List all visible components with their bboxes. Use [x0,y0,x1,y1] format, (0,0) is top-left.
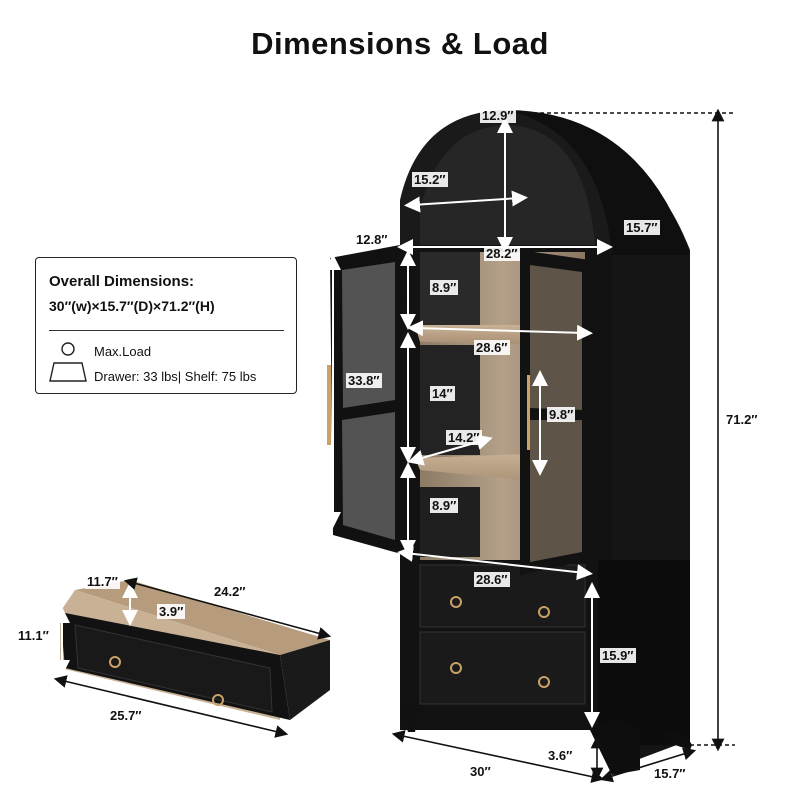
label-shelf-depth: 14.2″ [446,430,482,445]
label-door-height: 33.8″ [346,373,382,388]
load-capacity-text: Drawer: 33 lbs| Shelf: 75 lbs [94,369,257,384]
overall-dimensions-value: 30″(w)×15.7″(D)×71.2″(H) [49,298,215,314]
label-drawer-width: 25.7″ [108,708,144,723]
page-title: Dimensions & Load [251,26,549,61]
label-bottom-shelf-height: 8.9″ [430,498,459,513]
weight-icon [49,342,87,382]
label-drawer-inner-width: 24.2″ [212,584,248,599]
label-total-height: 71.2″ [724,412,760,427]
label-mid-shelf-height: 14″ [430,386,455,401]
label-drawer-height: 11.1″ [16,628,51,643]
label-handle-length: 9.8″ [547,407,576,422]
label-drawer-depth: 11.7″ [85,574,120,589]
dimension-lines-dark [53,108,735,783]
left-door [327,245,405,555]
label-door-width: 12.8″ [354,232,390,247]
label-shelf-width: 28.6″ [474,340,510,355]
overall-dimensions-panel: Overall Dimensions: 30″(w)×15.7″(D)×71.2… [35,257,297,394]
label-total-depth: 15.7″ [652,766,688,781]
label-arch-radius: 15.2″ [412,172,448,187]
label-leg-height: 3.6″ [546,748,575,763]
panel-heading: Overall Dimensions: [49,273,195,290]
label-top-depth: 12.9″ [480,108,516,123]
label-drawer-inner-height: 3.9″ [157,604,186,619]
drawer [60,580,330,720]
label-base-width: 28.6″ [474,572,510,587]
label-total-width: 30″ [468,764,493,779]
label-drawer-section-height: 15.9″ [600,648,636,663]
label-inner-width: 28.2″ [484,246,520,261]
divider [49,330,284,331]
label-top-shelf-height: 8.9″ [430,280,459,295]
max-load-label: Max.Load [94,344,152,359]
label-arch-depth: 15.7″ [624,220,660,235]
